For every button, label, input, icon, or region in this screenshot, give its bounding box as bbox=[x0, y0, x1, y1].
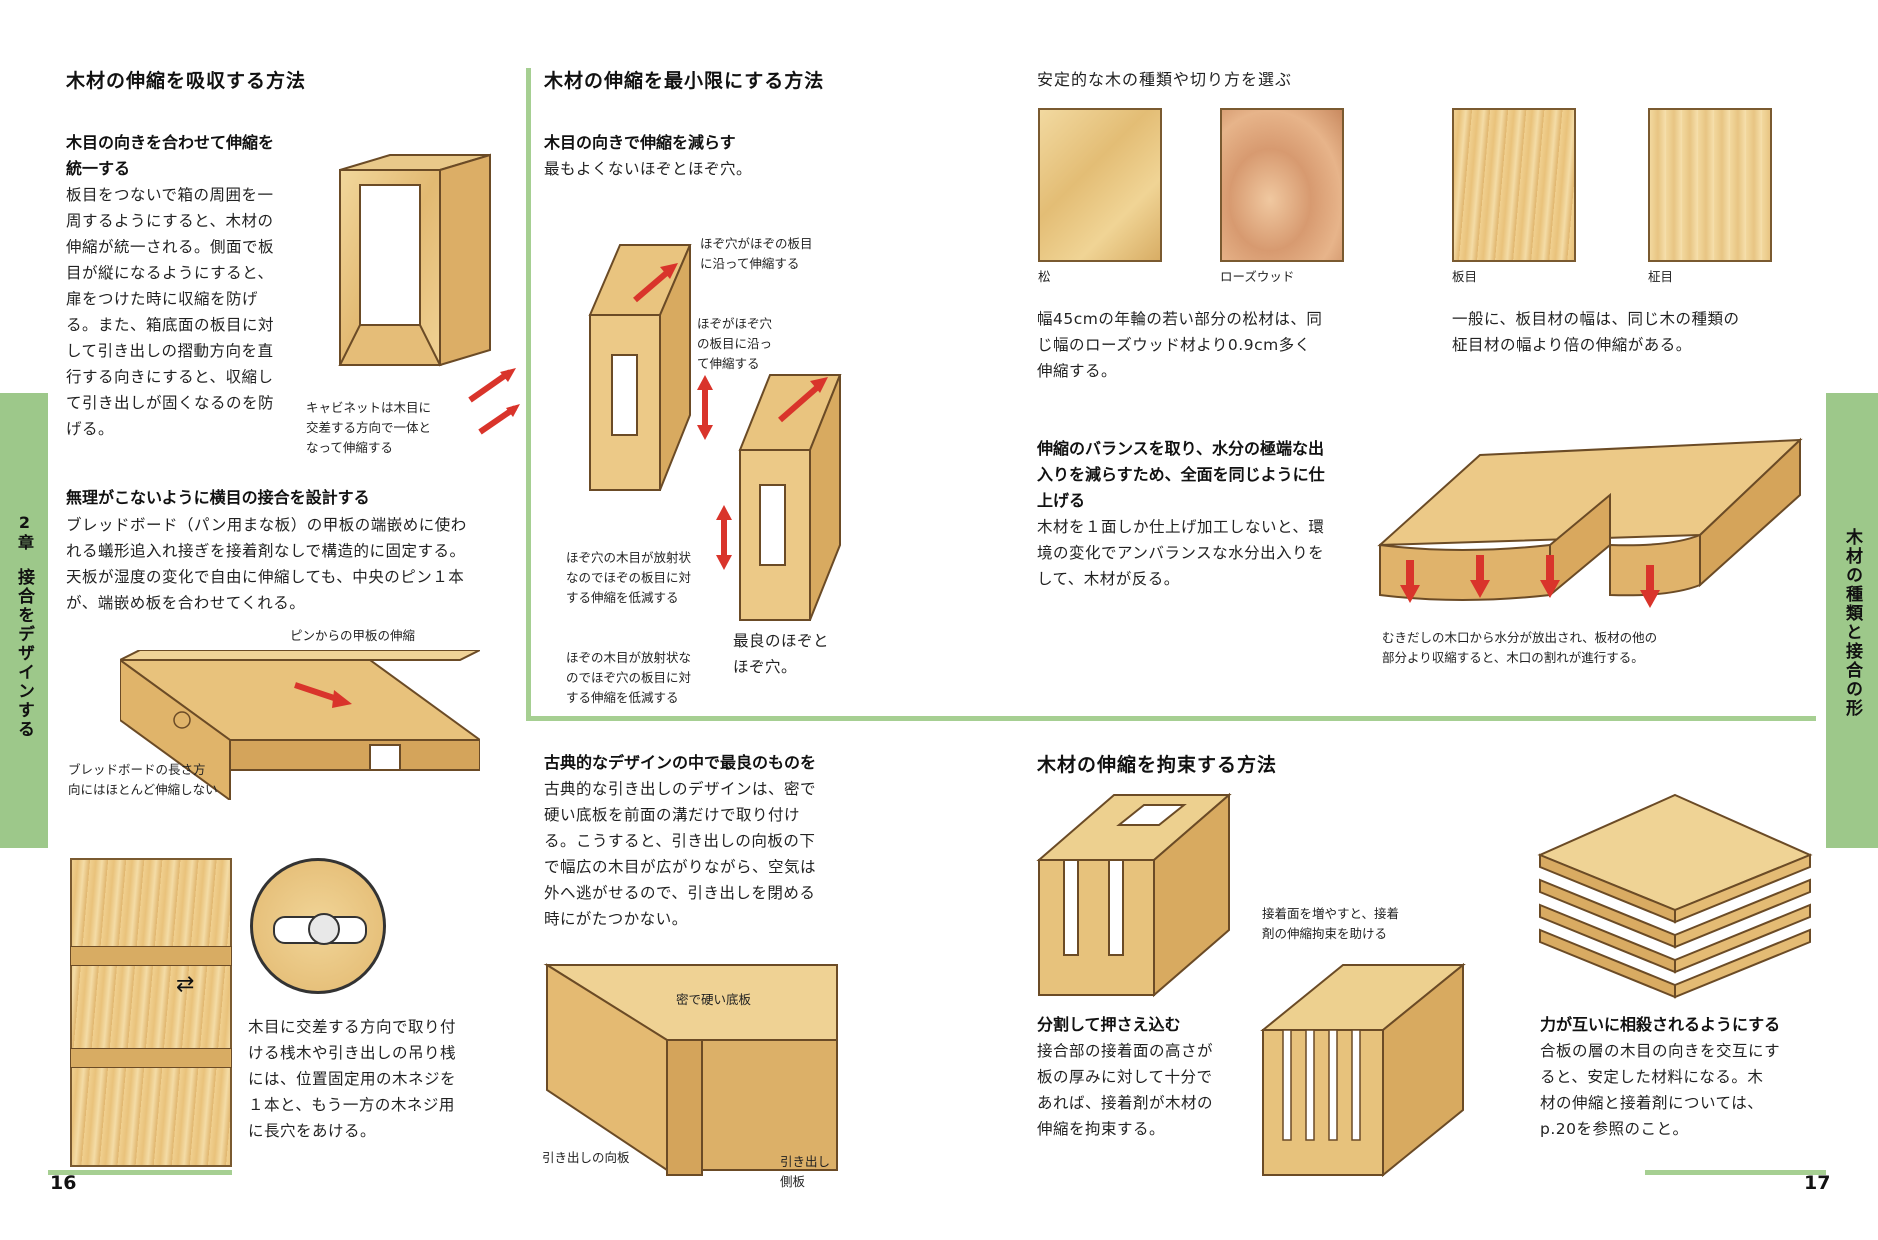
double-arrow-icon: ⇄ bbox=[176, 972, 195, 997]
screw-icon bbox=[308, 913, 340, 945]
caption-drawer-bottom: 密で硬い底板 bbox=[676, 992, 752, 1007]
red-arrow-head bbox=[697, 375, 713, 390]
section1-subhead: 木目の向きを合わせて伸縮を 統一する bbox=[66, 133, 275, 178]
red-arrow-head bbox=[332, 690, 352, 708]
red-arrow-head bbox=[660, 263, 678, 279]
caption-mortise-d: ほぞの木目が放射状な のでほぞ穴の板目に対 する伸縮を低減する bbox=[566, 650, 692, 705]
caption-mortise-c: ほぞ穴の木目が放射状 なのでほぞの板目に対 する伸縮を低減する bbox=[566, 550, 692, 605]
cleat-board-illustration bbox=[70, 858, 232, 1167]
red-arrow-head bbox=[716, 505, 732, 520]
caption-breadboard: ブレッドボードの長さ方 向にはほとんど伸縮しない bbox=[68, 762, 218, 797]
section3-heading: 安定的な木の種類や切り方を選ぶ bbox=[1037, 70, 1293, 89]
section2-heading: 木材の伸縮を最小限にする方法 bbox=[544, 70, 825, 92]
red-arrow-head bbox=[1540, 580, 1560, 598]
section4-heading: 木材の伸縮を拘束する方法 bbox=[1037, 754, 1278, 776]
plywood-layers-illustration bbox=[1537, 793, 1813, 999]
red-arrow-head bbox=[1640, 590, 1660, 608]
cabinet-illustration bbox=[338, 153, 520, 435]
red-arrow bbox=[294, 682, 341, 703]
section4-subhead: 分割して押さえ込む bbox=[1037, 1015, 1181, 1034]
finger-joint-illustration bbox=[1260, 962, 1466, 1178]
chapter-number: 2章 bbox=[15, 513, 34, 552]
caption-drawer-side: 引き出し 側板 bbox=[780, 1154, 831, 1189]
vertical-divider bbox=[526, 68, 531, 720]
magnifier-circle bbox=[250, 858, 386, 994]
section1-heading: 木材の伸縮を吸収する方法 bbox=[66, 70, 307, 92]
section4-body2: 合板の層の木目の向きを交互にす ると、安定した材料になる。木 材の伸縮と接着剤に… bbox=[1540, 1042, 1781, 1138]
caption-mortise-b: ほぞがほぞ穴 の板目に沿っ て伸縮する bbox=[697, 316, 773, 371]
chapter-title: 接合をデザインする bbox=[14, 568, 34, 739]
sample-label: 柾目 bbox=[1648, 269, 1674, 284]
red-arrow-head bbox=[716, 555, 732, 570]
section1-body: 板目をつないで箱の周囲を一 周するようにすると、木材の 伸縮が統一される。側面で… bbox=[66, 186, 275, 438]
red-arrow bbox=[778, 382, 822, 423]
section-title: 木材の種類と接合の形 bbox=[1842, 528, 1862, 718]
section1-body3: 木目に交差する方向で取り付 ける桟木や引き出しの吊り桟 には、位置固定用の木ネジ… bbox=[248, 1018, 457, 1140]
split-joint-illustration bbox=[1036, 792, 1232, 998]
section3-subhead2: 伸縮のバランスを取り、水分の極端な出 入りを減らすため、全面を同じように仕 上げ… bbox=[1037, 439, 1325, 510]
red-arrow bbox=[1406, 560, 1414, 590]
caption-glue: 接着面を増やすと、接着 剤の伸縮拘束を助ける bbox=[1262, 906, 1400, 941]
cleat-strip bbox=[70, 1048, 232, 1068]
red-arrow-head bbox=[697, 425, 713, 440]
section3-body-b: 一般に、板目材の幅は、同じ木の種類の 柾目材の幅より倍の伸縮がある。 bbox=[1452, 310, 1740, 354]
left-chapter-tab: 2章 接合をデザインする bbox=[0, 393, 48, 848]
caption-mortise-a: ほぞ穴がほぞの板目 に沿って伸縮する bbox=[700, 236, 813, 271]
section3-body-a: 幅45cmの年輪の若い部分の松材は、同 じ幅のローズウッド材より0.9cm多く … bbox=[1037, 310, 1323, 380]
section2-subhead2: 古典的なデザインの中で最良のものを bbox=[544, 753, 817, 772]
red-arrow bbox=[1646, 565, 1654, 595]
page-number-left: 16 bbox=[50, 1172, 77, 1194]
sample-flatsawn: 板目 bbox=[1452, 108, 1577, 284]
footer-rule-left bbox=[48, 1170, 232, 1175]
sample-rosewood: ローズウッド bbox=[1220, 108, 1345, 284]
section2-subhead: 木目の向きで伸縮を減らす bbox=[544, 133, 736, 152]
section3-body2: 木材を１面しか仕上げ加工しないと、環 境の変化でアンバランスな水分出入りを して… bbox=[1037, 518, 1325, 588]
red-arrow-head bbox=[1400, 585, 1420, 603]
section2-body2: 古典的な引き出しのデザインは、密で 硬い底板を前面の溝だけで取り付け る。こうす… bbox=[544, 780, 817, 928]
section2-body: 最もよくないほぞとほぞ穴。 bbox=[544, 160, 753, 178]
red-arrow bbox=[633, 267, 672, 303]
caption-drawer-front: 引き出しの向板 bbox=[542, 1150, 630, 1165]
caption-cabinet: キャビネットは木目に 交差する方向で一体と なって伸縮する bbox=[306, 400, 432, 455]
red-arrow-head bbox=[500, 368, 516, 382]
section1-subhead2: 無理がこないように横目の接合を設計する bbox=[66, 488, 370, 507]
breadboard-illustration bbox=[120, 650, 480, 800]
red-arrow bbox=[468, 369, 512, 403]
right-section-tab: 木材の種類と接合の形 bbox=[1826, 393, 1878, 848]
caption-warp: むきだしの木口から水分が放出され、板材の他の 部分より収縮すると、木口の割れが進… bbox=[1382, 630, 1658, 665]
sample-label: 松 bbox=[1038, 269, 1051, 284]
caption-best-joint: 最良のほぞと ほぞ穴。 bbox=[733, 632, 830, 676]
caption-pin: ピンからの甲板の伸縮 bbox=[290, 628, 416, 643]
section4-subhead2: 力が互いに相殺されるようにする bbox=[1540, 1015, 1781, 1034]
red-arrow bbox=[1546, 555, 1554, 585]
red-arrow-head bbox=[1470, 580, 1490, 598]
page-number-right: 17 bbox=[1804, 1172, 1831, 1194]
red-arrow bbox=[1476, 555, 1484, 585]
red-arrow-head bbox=[506, 404, 520, 417]
red-arrow-head bbox=[810, 377, 828, 393]
drawer-illustration bbox=[543, 963, 838, 1176]
section1-body2: ブレッドボード（パン用まな板）の甲板の端嵌めに使わ れる蟻形追入れ接ぎを接着剤な… bbox=[66, 516, 467, 612]
warped-board-illustration bbox=[1377, 437, 1803, 608]
section4-body: 接合部の接着面の高さが 板の厚みに対して十分で あれば、接着剤が木材の 伸縮を拘… bbox=[1037, 1042, 1214, 1138]
cleat-strip bbox=[70, 946, 232, 966]
sample-pine: 松 bbox=[1038, 108, 1163, 284]
sample-quartersawn: 柾目 bbox=[1648, 108, 1773, 284]
sample-label: 板目 bbox=[1452, 269, 1478, 284]
pin-circle bbox=[173, 711, 191, 729]
sample-label: ローズウッド bbox=[1220, 269, 1295, 284]
horizontal-divider bbox=[526, 716, 1816, 721]
mortise-tenon-illustration bbox=[588, 244, 842, 621]
footer-rule-right bbox=[1645, 1170, 1826, 1175]
